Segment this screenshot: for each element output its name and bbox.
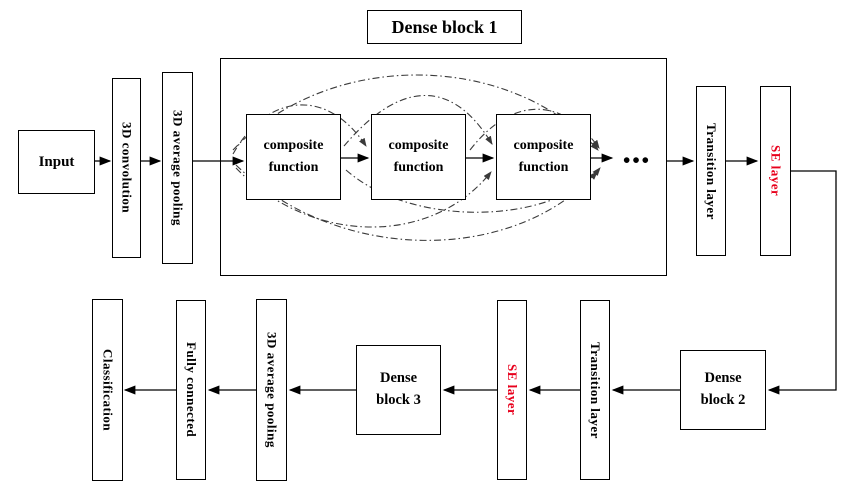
transition-layer-node-top: Transition layer <box>696 86 726 256</box>
avgpool3d-node-bottom: 3D average pooling <box>256 299 287 481</box>
se-layer-node-bottom: SE layer <box>497 300 527 480</box>
dense-block-2-node: Dense block 2 <box>680 350 766 430</box>
avgpool3d-node-top: 3D average pooling <box>162 72 193 264</box>
classification-node: Classification <box>92 299 123 481</box>
conv3d-node: 3D convolution <box>112 78 141 258</box>
composite-function-1: composite function <box>246 114 341 200</box>
fully-connected-node: Fully connected <box>176 300 206 480</box>
dense-block-1-title: Dense block 1 <box>367 10 522 44</box>
composite-function-2: composite function <box>371 114 466 200</box>
transition-layer-node-bottom: Transition layer <box>580 300 610 480</box>
dense-block-3-node: Dense block 3 <box>356 345 441 435</box>
input-node: Input <box>18 130 95 194</box>
se-layer-node-top: SE layer <box>760 86 791 256</box>
composite-function-3: composite function <box>496 114 591 200</box>
dense-block-1-container <box>220 58 667 276</box>
ellipsis-dots: ••• <box>622 148 652 172</box>
